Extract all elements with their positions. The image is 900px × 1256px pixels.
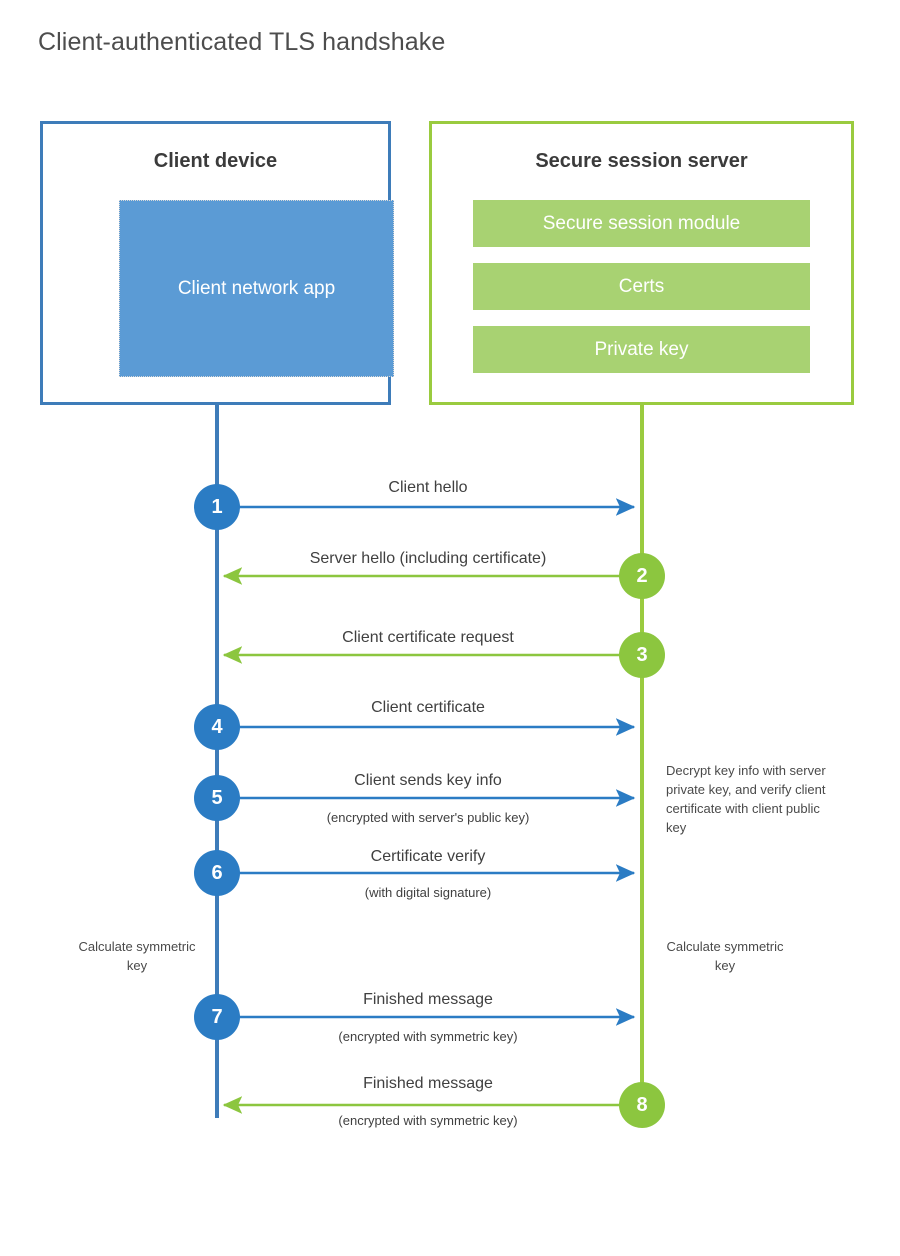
message-sublabel-6: (with digital signature) [364,885,492,900]
message-label-3: Client certificate request [342,629,514,646]
step-circle-3[interactable]: 3 [619,632,665,678]
annotation-client-calculate-symmetric-key: Calculate symmetric key [78,939,196,973]
annotation-server-calculate-symmetric-key: Calculate symmetric key [666,939,784,973]
message-label-7: Finished message [363,991,493,1008]
message-sublabel-7: (encrypted with symmetric key) [338,1029,518,1044]
message-label-1: Client hello [388,479,468,496]
client-network-app-block: Client network app [119,200,394,377]
step-circle-5[interactable]: 5 [194,775,240,821]
step-circle-6[interactable]: 6 [194,850,240,896]
server-module-certs: Certs [473,263,810,310]
server-lifeline [640,402,644,1108]
message-sublabel-8: (encrypted with symmetric key) [338,1113,518,1128]
client-device-title: Client device [153,150,278,172]
server-module-private-key: Private key [473,326,810,373]
page-title: Client-authenticated TLS handshake [38,28,446,56]
message-label-4: Client certificate [371,699,485,716]
secure-session-server-title: Secure session server [535,150,748,172]
message-label-5: Client sends key info [354,772,502,789]
message-label-2: Server hello (including certificate) [309,550,547,567]
message-label-8: Finished message [363,1075,493,1092]
step-circle-1[interactable]: 1 [194,484,240,530]
step-circle-8[interactable]: 8 [619,1082,665,1128]
client-lifeline [215,402,219,1118]
server-module-secure-session-module: Secure session module [473,200,810,247]
client-device-box: Client device Client network app [40,121,394,405]
message-label-6: Certificate verify [370,848,486,865]
step-circle-4[interactable]: 4 [194,704,240,750]
annotation-server-decrypt: Decrypt key info with server private key… [666,763,826,835]
secure-session-server-box: Secure session server Secure session mod… [429,121,854,405]
step-circle-7[interactable]: 7 [194,994,240,1040]
step-circle-2[interactable]: 2 [619,553,665,599]
message-sublabel-5: (encrypted with server's public key) [326,810,530,825]
